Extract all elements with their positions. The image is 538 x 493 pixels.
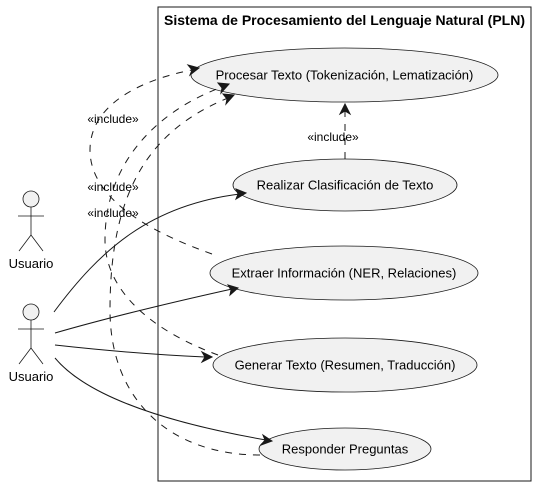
include-responder-to-procesar: «include»	[87, 93, 261, 456]
use-case-procesar-texto[interactable]: Procesar Texto (Tokenización, Lematizaci…	[190, 47, 499, 103]
actor-leg-right	[30, 234, 44, 252]
include-label: «include»	[307, 130, 359, 144]
actor-label: Usuario	[9, 369, 54, 384]
actor-head	[22, 303, 40, 321]
include-extraer-to-procesar: «include»	[87, 64, 213, 255]
use-case-generar-texto[interactable]: Generar Texto (Resumen, Traducción)	[212, 337, 478, 393]
use-case-realizar-clasificacion[interactable]: Realizar Clasificación de Texto	[232, 158, 458, 212]
association-extraer	[54, 284, 240, 334]
include-clasificacion-to-procesar: «include»	[307, 102, 359, 159]
actor-leg-right	[30, 347, 44, 365]
use-case-label: Realizar Clasificación de Texto	[257, 178, 434, 193]
use-case-extraer-informacion[interactable]: Extraer Información (NER, Relaciones)	[209, 245, 479, 301]
association-generar	[54, 344, 214, 364]
include-label: «include»	[87, 112, 139, 126]
actor-head	[22, 190, 40, 208]
actor-leg-left	[18, 234, 32, 252]
use-case-label: Procesar Texto (Tokenización, Lematizaci…	[216, 68, 474, 83]
actor-usuario-1[interactable]: Usuario	[9, 190, 54, 271]
actor-usuario-2[interactable]: Usuario	[9, 303, 54, 384]
system-title: Sistema de Procesamiento del Lenguaje Na…	[164, 12, 525, 28]
association-clasificacion	[53, 188, 248, 313]
use-case-label: Responder Preguntas	[282, 442, 409, 457]
include-generar-to-procesar: «include»	[87, 82, 231, 356]
use-case-label: Generar Texto (Resumen, Traducción)	[235, 358, 456, 373]
actor-leg-left	[18, 347, 32, 365]
system-boundary: Sistema de Procesamiento del Lenguaje Na…	[157, 6, 532, 482]
use-case-label: Extraer Información (NER, Relaciones)	[232, 266, 457, 281]
actor-label: Usuario	[9, 256, 54, 271]
include-label: «include»	[87, 180, 139, 194]
association-responder	[54, 357, 274, 447]
include-label: «include»	[87, 206, 139, 220]
use-case-responder-preguntas[interactable]: Responder Preguntas	[258, 427, 432, 471]
